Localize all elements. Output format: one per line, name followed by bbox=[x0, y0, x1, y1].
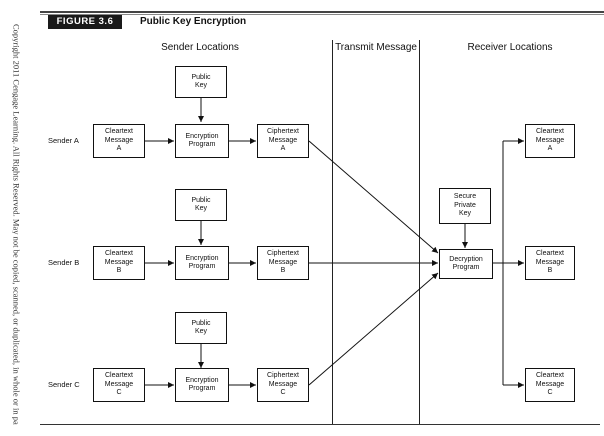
sender-b-label: Sender B bbox=[48, 258, 80, 267]
figure-title: Public Key Encryption bbox=[140, 16, 247, 27]
divider-transmit-receiver bbox=[419, 40, 420, 424]
footer-rule bbox=[40, 424, 600, 425]
arrow-cipher-a-to-decryption bbox=[308, 140, 439, 254]
sender-c-label: Sender C bbox=[48, 380, 80, 389]
header-rule-thin bbox=[40, 14, 604, 15]
divider-sender-transmit bbox=[332, 40, 333, 424]
header-rule bbox=[40, 11, 604, 13]
section-transmit-message: Transmit Message bbox=[335, 42, 417, 53]
section-sender-locations: Sender Locations bbox=[161, 42, 239, 53]
figure-label: FIGURE 3.6 bbox=[48, 15, 122, 29]
copyright-notice: Copyright 2011 Cengage Learning. All Rig… bbox=[12, 24, 21, 425]
section-receiver-locations: Receiver Locations bbox=[467, 42, 553, 53]
sender-a-label: Sender A bbox=[48, 136, 79, 145]
arrow-cipher-c-to-decryption bbox=[308, 272, 439, 386]
